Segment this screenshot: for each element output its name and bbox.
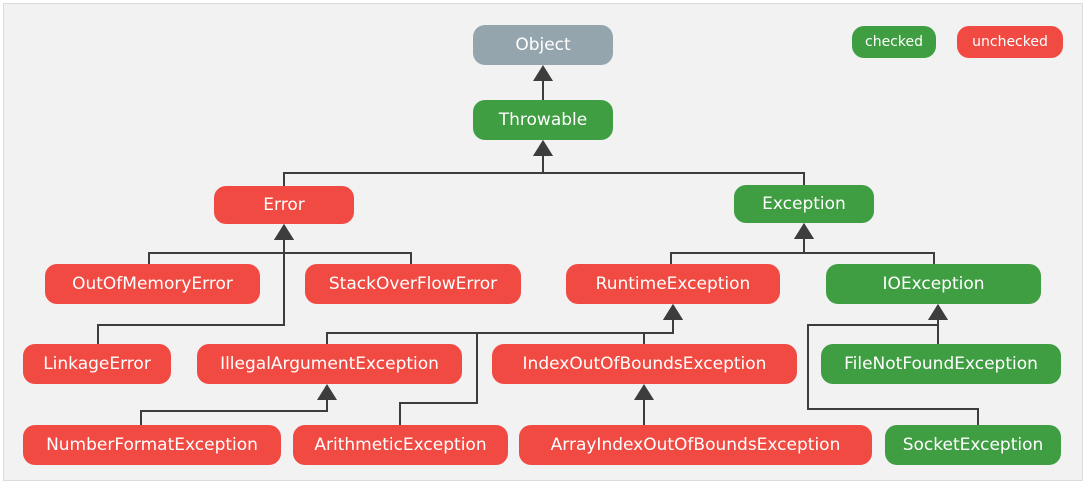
node-outofmemoryerror: OutOfMemoryError bbox=[45, 264, 260, 304]
arrowhead-exception-to-throwable bbox=[533, 140, 553, 156]
node-runtimeexception: RuntimeException bbox=[566, 264, 780, 304]
node-illegalargumentexception: IllegalArgumentException bbox=[197, 344, 462, 384]
node-arithmeticexception: ArithmeticException bbox=[293, 425, 508, 465]
node-ioexception: IOException bbox=[826, 264, 1041, 304]
arrowhead-throwable-to-object bbox=[533, 65, 553, 81]
node-numberformatexception: NumberFormatException bbox=[23, 425, 281, 465]
edge-linkageerror-to-error bbox=[97, 240, 285, 344]
arrowhead-arrayindexoutofboundsexception-to-indexoutofboundsexception bbox=[634, 384, 654, 400]
edge-error-to-throwable bbox=[283, 156, 544, 186]
edge-socketexception-to-ioexception bbox=[807, 320, 979, 425]
node-object: Object bbox=[473, 25, 613, 65]
node-throwable: Throwable bbox=[473, 100, 613, 140]
hierarchy-edges bbox=[97, 65, 979, 425]
edge-outofmemoryerror-to-error bbox=[148, 240, 285, 264]
edge-exception-to-throwable bbox=[542, 156, 805, 185]
legend-unchecked: unchecked bbox=[957, 26, 1063, 58]
arrowhead-indexoutofboundsexception-to-runtimeexception bbox=[663, 304, 683, 320]
arrowhead-ioexception-to-exception bbox=[794, 223, 814, 239]
node-exception: Exception bbox=[734, 185, 874, 223]
arrowhead-numberformatexception-to-illegalargumentexception bbox=[317, 384, 337, 400]
node-error: Error bbox=[214, 186, 354, 224]
node-indexoutofboundsexception: IndexOutOfBoundsException bbox=[492, 344, 797, 384]
arrowhead-linkageerror-to-error bbox=[274, 224, 294, 240]
node-socketexception: SocketException bbox=[885, 425, 1061, 465]
edge-indexoutofboundsexception-to-runtimeexception bbox=[643, 320, 674, 344]
edge-stackoverflowerror-to-error bbox=[283, 240, 412, 264]
legend-checked: checked bbox=[852, 26, 936, 58]
edge-numberformatexception-to-illegalargumentexception bbox=[140, 400, 328, 425]
edge-runtimeexception-to-exception bbox=[670, 239, 805, 264]
arrowhead-socketexception-to-ioexception bbox=[928, 304, 948, 320]
node-filenotfoundexception: FileNotFoundException bbox=[821, 344, 1061, 384]
diagram-canvas: checked unchecked Object Throwable Error… bbox=[3, 3, 1083, 481]
edge-ioexception-to-exception bbox=[803, 239, 935, 264]
node-linkageerror: LinkageError bbox=[23, 344, 171, 384]
node-stackoverflowerror: StackOverFlowError bbox=[305, 264, 521, 304]
node-arrayindexoutofboundsexception: ArrayIndexOutOfBoundsException bbox=[519, 425, 872, 465]
